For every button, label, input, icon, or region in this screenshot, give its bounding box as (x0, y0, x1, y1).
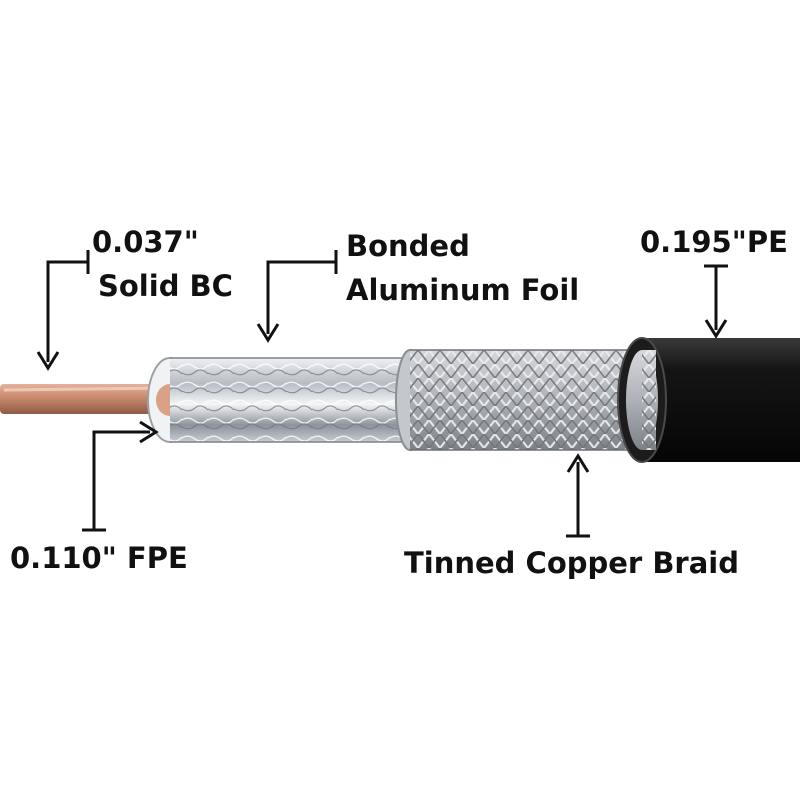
foil-label-line1: Bonded (346, 229, 470, 263)
braid-callout (566, 453, 590, 538)
conductor-type-label: Solid BC (98, 269, 233, 303)
copper-conductor (0, 384, 170, 414)
conductor-callout (36, 250, 90, 371)
jacket-callout (704, 264, 728, 339)
foil-label-line2: Aluminum Foil (346, 273, 580, 307)
foil-callout (256, 250, 338, 343)
braid-label: Tinned Copper Braid (404, 546, 740, 580)
jacket-label: 0.195"PE (640, 225, 788, 259)
conductor-highlight (3, 386, 167, 392)
conductor-size-label: 0.037" (92, 225, 199, 259)
dielectric-callout (82, 420, 159, 532)
dielectric-label: 0.110" FPE (10, 541, 188, 575)
